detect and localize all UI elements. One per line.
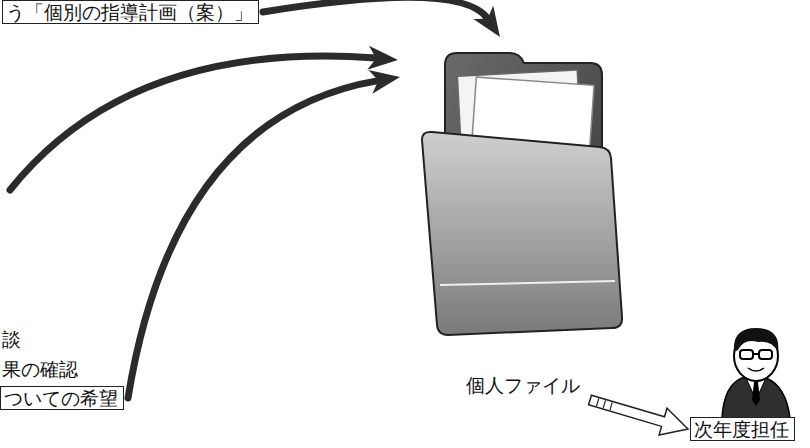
folder-label: 個人ファイル xyxy=(400,374,645,398)
box-text: 次年度担任 xyxy=(694,418,789,440)
boxed-note: ついての希望 xyxy=(0,386,124,410)
connector xyxy=(128,70,400,398)
boxed-note: う「個別の指導計画（案）」 xyxy=(2,0,259,24)
box-text: う「個別の指導計画（案）」 xyxy=(6,1,253,23)
box-text: ついての希望 xyxy=(4,387,118,409)
connector xyxy=(589,395,688,435)
curved-arrow xyxy=(128,81,378,398)
curved-arrow xyxy=(10,56,376,190)
tail-stripe xyxy=(603,400,605,408)
folder-icon xyxy=(400,35,645,400)
connector xyxy=(263,0,500,37)
curved-arrow xyxy=(263,0,488,19)
tail-stripe xyxy=(597,398,599,406)
arrow-head xyxy=(367,46,398,70)
fragment-text: 果の確認 xyxy=(2,358,78,382)
teacher-figure xyxy=(722,328,790,418)
arrow-head xyxy=(473,5,500,37)
fragment-text: 談 xyxy=(2,328,21,352)
folder-node: 個人ファイル xyxy=(400,35,645,400)
tail-stripe xyxy=(610,402,612,410)
hollow-arrow xyxy=(589,395,688,435)
role-box: 次年度担任 xyxy=(690,417,795,441)
arrow-head xyxy=(368,70,400,94)
